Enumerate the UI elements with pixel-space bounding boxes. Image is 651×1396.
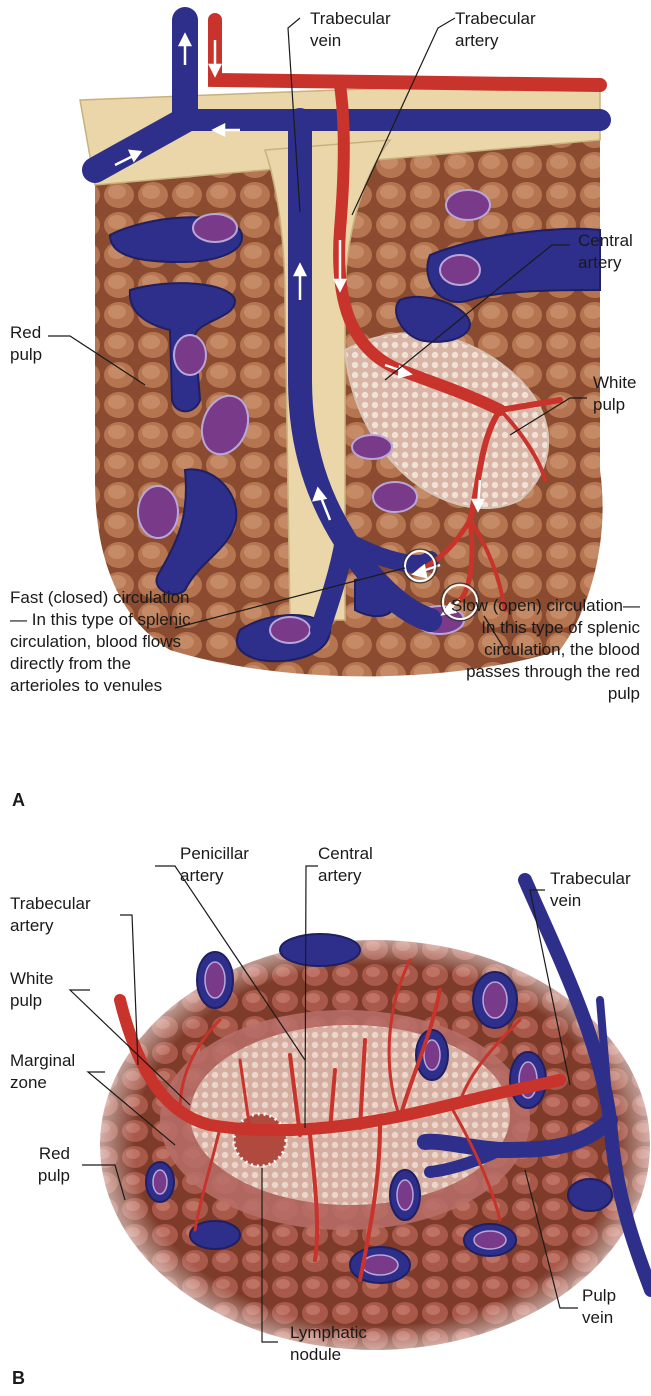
pulp-sinus	[446, 190, 490, 220]
pulp-sinus	[352, 435, 392, 459]
pulp-sinus	[193, 214, 237, 242]
label-fast-circulation: Fast (closed) circulation— In this type …	[10, 587, 200, 697]
label-slow-circulation: Slow (open) circulation— In this type of…	[440, 595, 640, 705]
label-trabecular-vein-a: Trabecular vein	[310, 8, 420, 52]
label-pulp-vein: Pulp vein	[582, 1285, 642, 1329]
pulp-sinus	[270, 617, 310, 643]
label-central-artery-a: Central artery	[578, 230, 648, 274]
label-lymphatic-nodule: Lymphatic nodule	[290, 1322, 400, 1366]
pulp-sinus	[440, 255, 480, 285]
pulp-sinus	[373, 482, 417, 512]
panel-letter-b: B	[12, 1368, 25, 1389]
label-marginal-zone: Marginal zone	[10, 1050, 100, 1094]
label-red-pulp-b: Red pulp	[10, 1143, 70, 1187]
label-white-pulp-b: White pulp	[10, 968, 80, 1012]
lymphatic-nodule-shape	[234, 1114, 286, 1166]
pulp-vein-blob	[280, 934, 360, 966]
panel-b-drawing	[95, 880, 651, 1355]
label-trabecular-artery-b: Trabecular artery	[10, 893, 120, 937]
panel-letter-a: A	[12, 790, 25, 811]
pulp-vein-blob	[190, 1221, 240, 1249]
label-central-artery-b: Central artery	[318, 843, 398, 887]
label-penicillar-artery: Penicillar artery	[180, 843, 280, 887]
pulp-sinus	[174, 335, 206, 375]
pulp-sinus	[138, 486, 178, 538]
label-trabecular-artery-a: Trabecular artery	[455, 8, 565, 52]
label-red-pulp-a: Red pulp	[10, 322, 60, 366]
label-white-pulp-a: White pulp	[593, 372, 648, 416]
panel-a-drawing	[80, 20, 603, 676]
label-trabecular-vein-b: Trabecular vein	[550, 868, 650, 912]
white-pulp-region-b	[190, 1025, 510, 1205]
pulp-vein-blob	[568, 1179, 612, 1211]
